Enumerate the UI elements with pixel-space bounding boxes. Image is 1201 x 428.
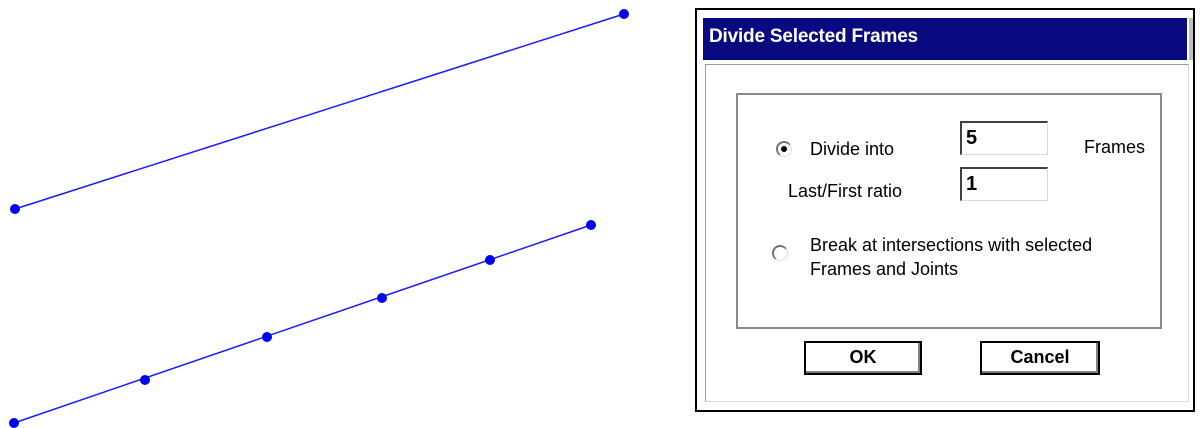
dialog-client-area: Divide into Frames Last/First ratio Brea… (705, 64, 1189, 402)
ok-button[interactable]: OK (804, 341, 922, 375)
joint[interactable] (377, 293, 387, 303)
radio-selected-dot (781, 146, 787, 152)
joint[interactable] (586, 220, 596, 230)
last-first-ratio-input[interactable] (960, 167, 1048, 201)
model-viewport[interactable] (0, 0, 690, 428)
break-at-intersections-label-line1: Break at intersections with selected (810, 235, 1093, 255)
break-at-intersections-label-line2: Frames and Joints (810, 259, 959, 279)
divide-frames-dialog: Divide Selected Frames Divide into Frame… (695, 8, 1195, 412)
joint[interactable] (10, 204, 20, 214)
dialog-titlebar[interactable]: Divide Selected Frames (703, 18, 1193, 60)
joint[interactable] (485, 255, 495, 265)
joint[interactable] (262, 332, 272, 342)
joint[interactable] (619, 9, 629, 19)
original-frame[interactable] (10, 9, 629, 214)
divided-frame-line[interactable] (13, 224, 592, 424)
divide-into-radio[interactable] (776, 141, 792, 157)
last-first-ratio-label: Last/First ratio (788, 181, 903, 201)
divided-frame[interactable] (9, 220, 596, 428)
divide-options-group: Divide into Frames Last/First ratio Brea… (736, 93, 1162, 329)
original-frame-line[interactable] (14, 13, 625, 210)
cancel-button[interactable]: Cancel (980, 341, 1100, 375)
break-at-intersections-radio[interactable] (772, 245, 788, 261)
frames-suffix-label: Frames (1084, 137, 1146, 157)
frames-count-input[interactable] (960, 121, 1048, 155)
dialog-title: Divide Selected Frames (709, 26, 918, 47)
titlebar-edge (1187, 18, 1193, 60)
divide-into-label: Divide into (810, 139, 895, 159)
joint[interactable] (140, 375, 150, 385)
joint[interactable] (9, 418, 19, 428)
